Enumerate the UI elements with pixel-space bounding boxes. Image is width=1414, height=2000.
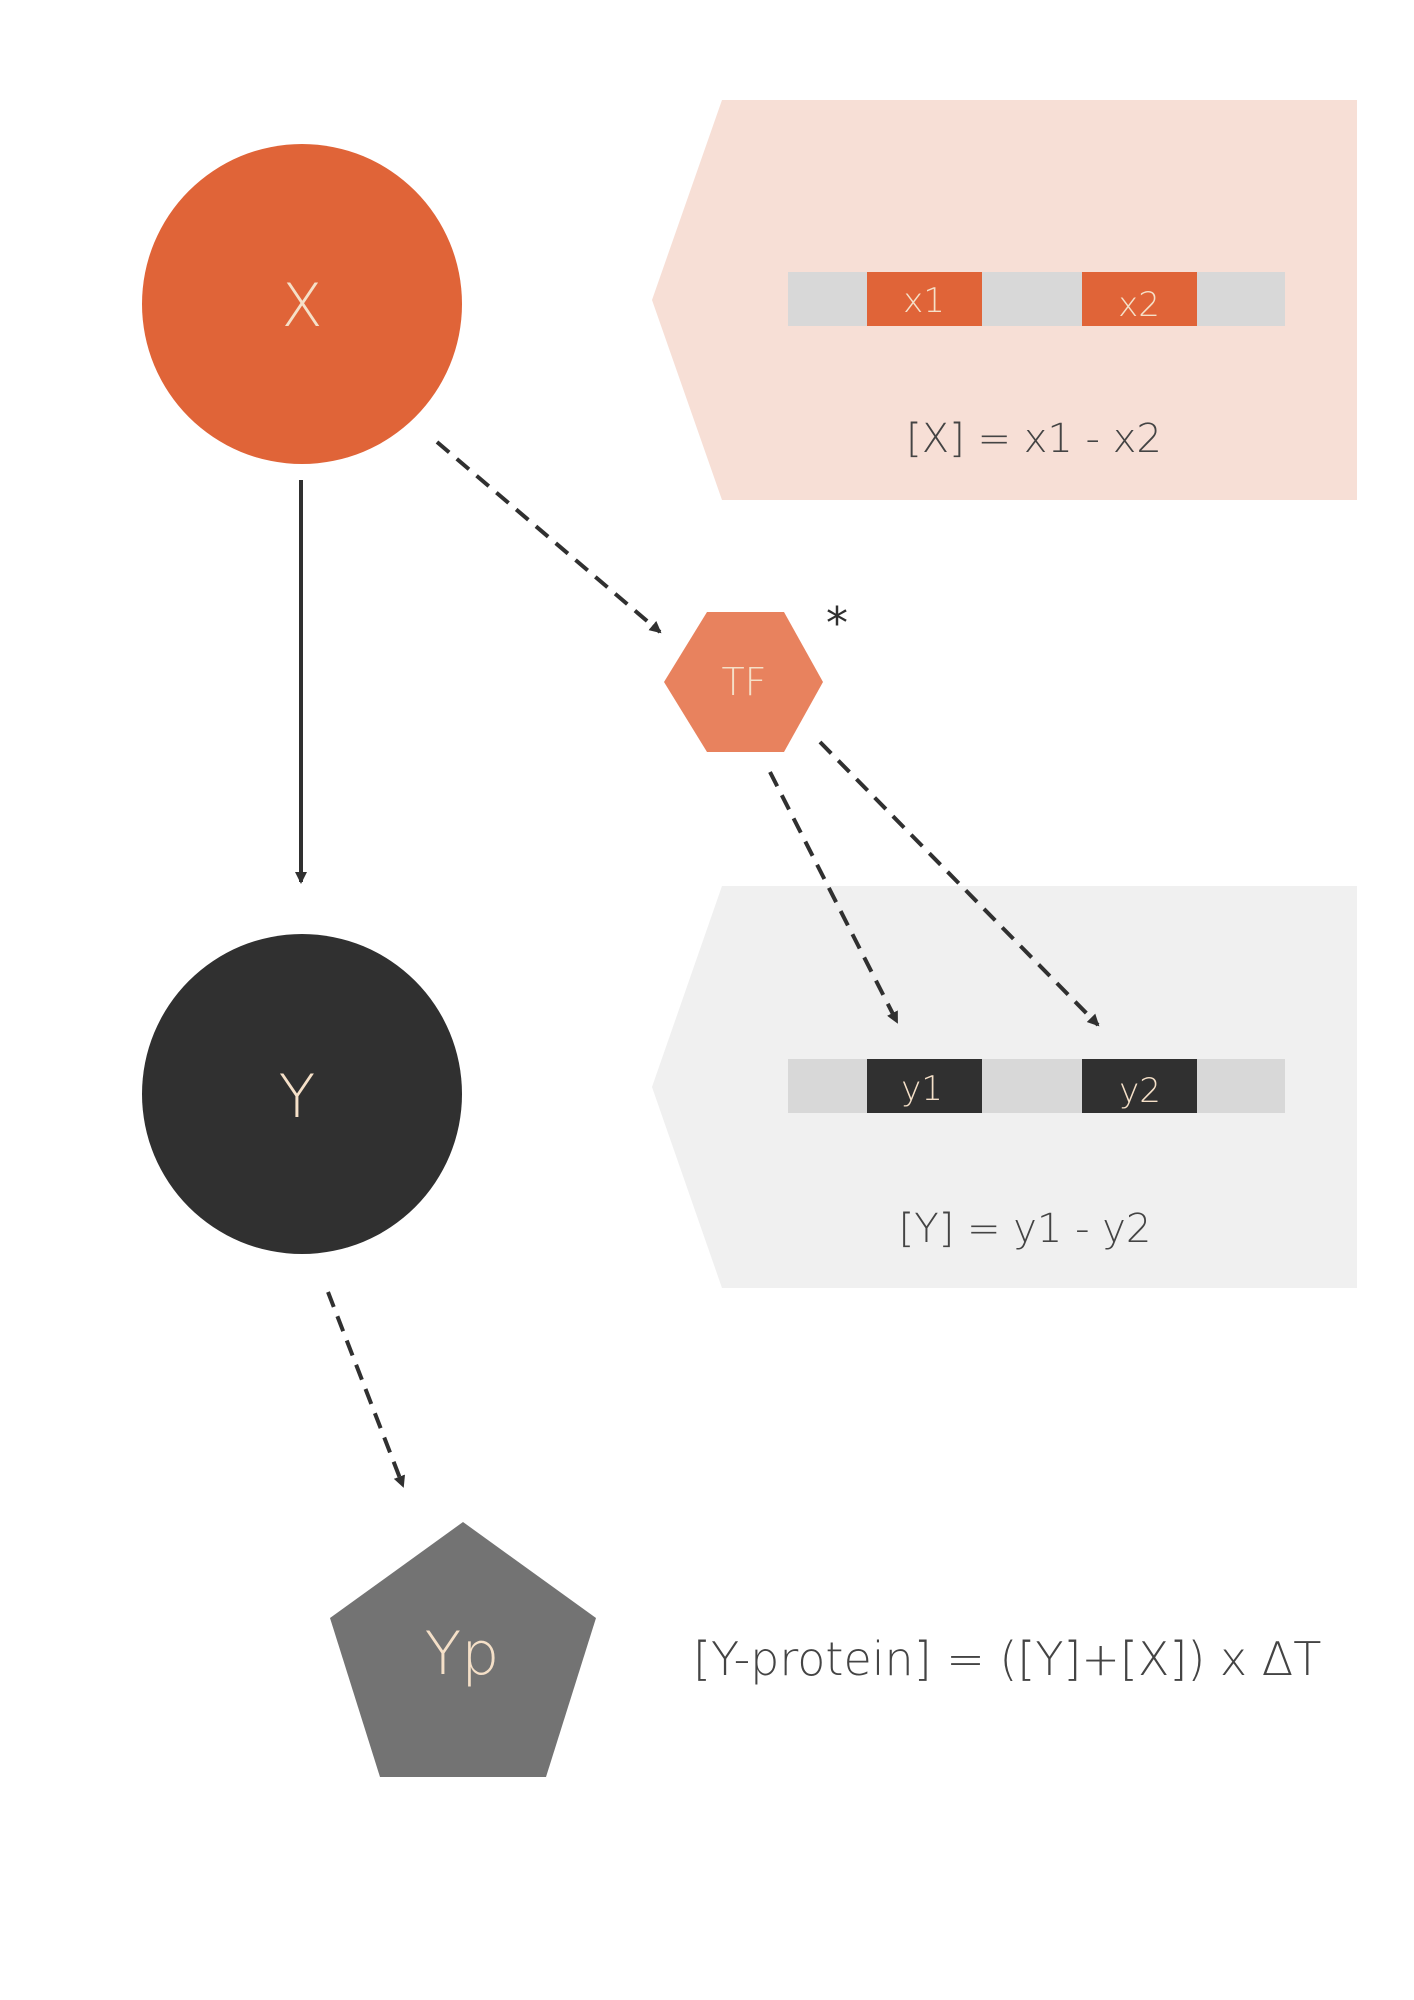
arrow-x-to-tf <box>435 440 662 634</box>
x1-segment <box>867 272 982 326</box>
y-expression-panel: y1 y2 [Y] = y1 - y2 <box>652 886 1357 1288</box>
arrow-tf-to-y1 <box>768 771 899 1024</box>
tf-node-label: TF <box>721 660 766 704</box>
yp-node-label: Yp <box>425 1619 500 1689</box>
tf-node: TF * <box>664 598 848 752</box>
y-circle <box>142 934 462 1254</box>
x-circle <box>142 144 462 464</box>
x-panel-equation: [X] = x1 - x2 <box>906 416 1162 462</box>
y1-segment <box>867 1059 982 1113</box>
y-panel-equation: [Y] = y1 - y2 <box>899 1206 1152 1252</box>
x2-segment-label: x2 <box>1118 285 1160 325</box>
y-gene-strand <box>788 1059 1285 1113</box>
y2-segment-label: y2 <box>1119 1071 1161 1111</box>
y-protein-formula: [Y-protein] = ([Y]+[X]) x ΔT <box>693 1632 1321 1686</box>
y-node: Y <box>142 934 462 1254</box>
y-node-label: Y <box>279 1062 316 1132</box>
x-node: X <box>142 144 462 464</box>
arrow-y-to-yp <box>326 1291 405 1488</box>
y1-segment-label: y1 <box>901 1069 943 1109</box>
tf-hexagon <box>664 612 823 752</box>
x-expression-panel: x1 x2 [X] = x1 - x2 <box>652 100 1357 500</box>
x-gene-strand <box>788 272 1285 326</box>
y2-segment <box>1082 1059 1197 1113</box>
arrow-tf-to-y2 <box>818 740 1100 1027</box>
tf-marker: * <box>826 598 848 649</box>
yp-node: Yp <box>330 1522 596 1777</box>
x1-segment-label: x1 <box>903 281 945 321</box>
x2-segment <box>1082 272 1197 326</box>
yp-pentagon <box>330 1522 596 1777</box>
x-node-label: X <box>281 271 322 341</box>
